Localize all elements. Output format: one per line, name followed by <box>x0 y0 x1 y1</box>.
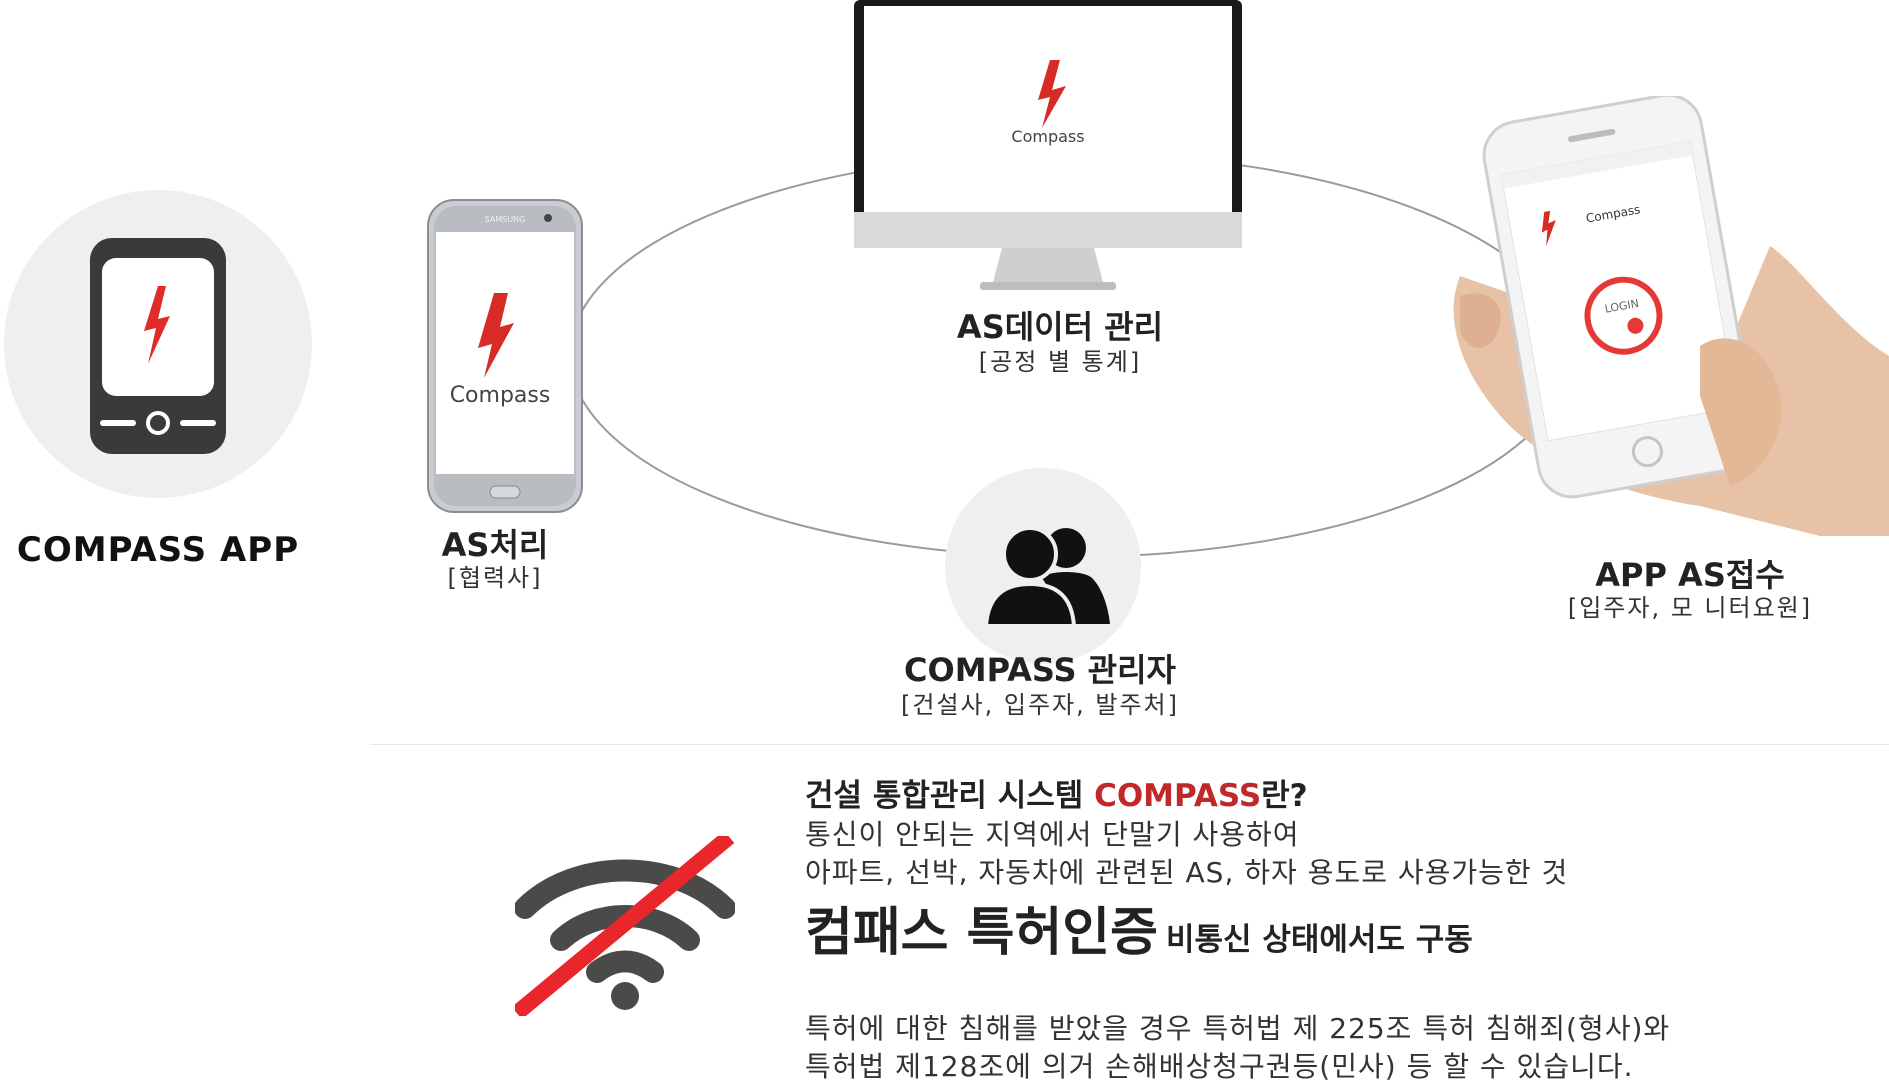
legal-line-2: 특허법 제128조에 의거 손해배상청구권등(민사) 등 할 수 있습니다. <box>805 1050 1634 1083</box>
section-divider <box>370 744 1889 745</box>
legal-text: 특허에 대한 침해를 받았을 경우 특허법 제 225조 특허 침해죄(형사)와… <box>805 1010 1865 1086</box>
legal-line-1: 특허에 대한 침해를 받았을 경우 특허법 제 225조 특허 침해죄(형사)와 <box>805 1012 1671 1045</box>
lightning-icon <box>478 293 514 378</box>
compass-logo-text: Compass <box>1011 127 1084 146</box>
heading-accent: COMPASS <box>1094 778 1262 814</box>
admin-subtitle: [건설사, 입주자, 발주처] <box>901 691 1179 719</box>
info-block: 건설 통합관리 시스템 COMPASS란? 통신이 안되는 지역에서 단말기 사… <box>805 776 1865 1086</box>
app-label: COMPASS APP <box>16 530 300 570</box>
users-icon <box>983 526 1110 626</box>
app-as-title: APP AS접수 <box>1595 556 1785 594</box>
desktop-monitor: Compass <box>854 0 1242 290</box>
login-button-graphic <box>1584 276 1663 355</box>
lightning-icon <box>1038 60 1066 128</box>
patent-title: 컴패스 특허인증 <box>805 903 1158 963</box>
heading-prefix: 건설 통합관리 시스템 <box>805 778 1095 814</box>
brand-text: SAMSUNG <box>485 215 526 224</box>
info-line-2: 아파트, 선박, 자동차에 관련된 AS, 하자 용도로 사용가능한 것 <box>805 856 1569 889</box>
hand-holding-phone: Compass LOGIN <box>1453 96 1889 536</box>
info-line-1: 통신이 안되는 지역에서 단말기 사용하여 <box>805 818 1300 851</box>
samsung-phone: SAMSUNG Compass <box>427 199 583 513</box>
admin-title: COMPASS 관리자 <box>904 651 1176 689</box>
as-data-title: AS데이터 관리 <box>956 308 1164 346</box>
compass-logo-text: Compass <box>450 383 551 408</box>
lightning-icon <box>1541 210 1556 247</box>
login-text: LOGIN <box>1604 297 1640 316</box>
as-data-subtitle: [공정 별 통계] <box>978 348 1142 376</box>
app-as-subtitle: [입주자, 모 니터요원] <box>1567 594 1813 622</box>
heading-suffix: 란? <box>1261 778 1308 814</box>
patent-subtitle: 비통신 상태에서도 구동 <box>1165 922 1473 958</box>
lightning-icon <box>144 286 170 364</box>
mobile-phone-icon <box>90 238 226 454</box>
no-wifi-icon <box>515 836 735 1016</box>
as-process-title: AS처리 <box>441 526 549 564</box>
info-heading: 건설 통합관리 시스템 COMPASS란? <box>805 776 1865 816</box>
as-process-subtitle: [협력사] <box>447 564 543 592</box>
